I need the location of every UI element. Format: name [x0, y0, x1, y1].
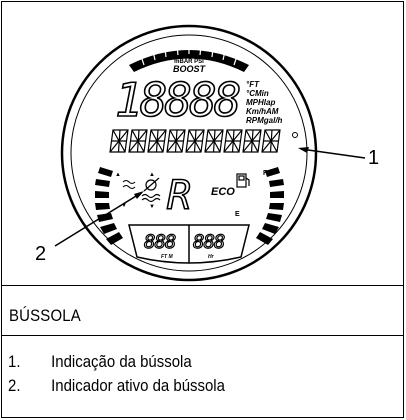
gauge-outer-ring [60, 24, 318, 282]
fuel-pump-icon [236, 173, 250, 188]
callout-2: 2 [35, 191, 144, 265]
unit-label: MPHlap [246, 98, 275, 107]
boost-label: BOOST [173, 64, 207, 74]
segment-cell [204, 129, 224, 153]
segment-cell [223, 129, 243, 153]
small-display-right: 888 [193, 231, 225, 253]
degree-dot [292, 132, 298, 138]
small-display-left: 888 [144, 231, 176, 253]
segment-cell [166, 129, 186, 153]
eco-indicator: ECO [211, 186, 235, 198]
legend-number: 2. [8, 376, 21, 395]
unit-labels: °FT °CMin MPHlap Km/hAM RPMgal/h [246, 80, 283, 125]
unit-label: Km/hAM [246, 107, 279, 116]
small-display-right-unit: Hr [208, 254, 215, 260]
callout-number-2: 2 [35, 243, 46, 265]
left-bar-graph [95, 167, 123, 245]
small-displays: 888 FT M 888 Hr [128, 224, 250, 264]
figure-caption: BÚSSOLA [9, 306, 81, 325]
unit-label: RPMgal/h [246, 116, 283, 125]
segment-cell [261, 129, 281, 153]
fuel-empty-label: E [235, 211, 240, 218]
callout-1: 1 [298, 147, 379, 169]
legend-number: 1. [8, 352, 21, 371]
segment-cell [242, 129, 262, 153]
boost-segment-dividers [140, 45, 238, 66]
figure-area: mBAR PSI BOOST 18888 °FT °CMin MPHlap Km… [1, 1, 404, 286]
callout-number-1: 1 [368, 147, 379, 169]
segment-text-row [109, 129, 281, 153]
main-digit-display: 18888 [115, 73, 240, 127]
triangle-marker: ▲ [115, 172, 121, 178]
gauge-illustration: mBAR PSI BOOST 18888 °FT °CMin MPHlap Km… [35, 24, 379, 282]
water-temp-icon [122, 180, 136, 189]
right-bar-graph [256, 167, 284, 245]
unit-label: °CMin [246, 89, 269, 98]
small-display-left-unit: FT M [161, 254, 173, 260]
svg-text:▲: ▲ [149, 172, 155, 178]
caption-row: BÚSSOLA [1, 285, 404, 336]
boost-bar-segments [129, 50, 249, 72]
fuel-full-label: F [263, 170, 268, 177]
compass-letter-display: R [167, 173, 191, 219]
boost-units-label: mBAR PSI [174, 59, 204, 65]
segment-cell [185, 129, 205, 153]
segment-cell [128, 129, 148, 153]
legend-text: Indicação da bússola [51, 352, 192, 371]
svg-text:▼: ▼ [149, 204, 155, 210]
segment-cell [109, 129, 129, 153]
triangle-marker: ▼ [121, 203, 127, 209]
legend-text: Indicador ativo da bússola [51, 376, 225, 395]
unit-label: °FT [246, 80, 260, 89]
compass-active-icon: ▲ ▼ [141, 172, 161, 210]
segment-cell [147, 129, 167, 153]
